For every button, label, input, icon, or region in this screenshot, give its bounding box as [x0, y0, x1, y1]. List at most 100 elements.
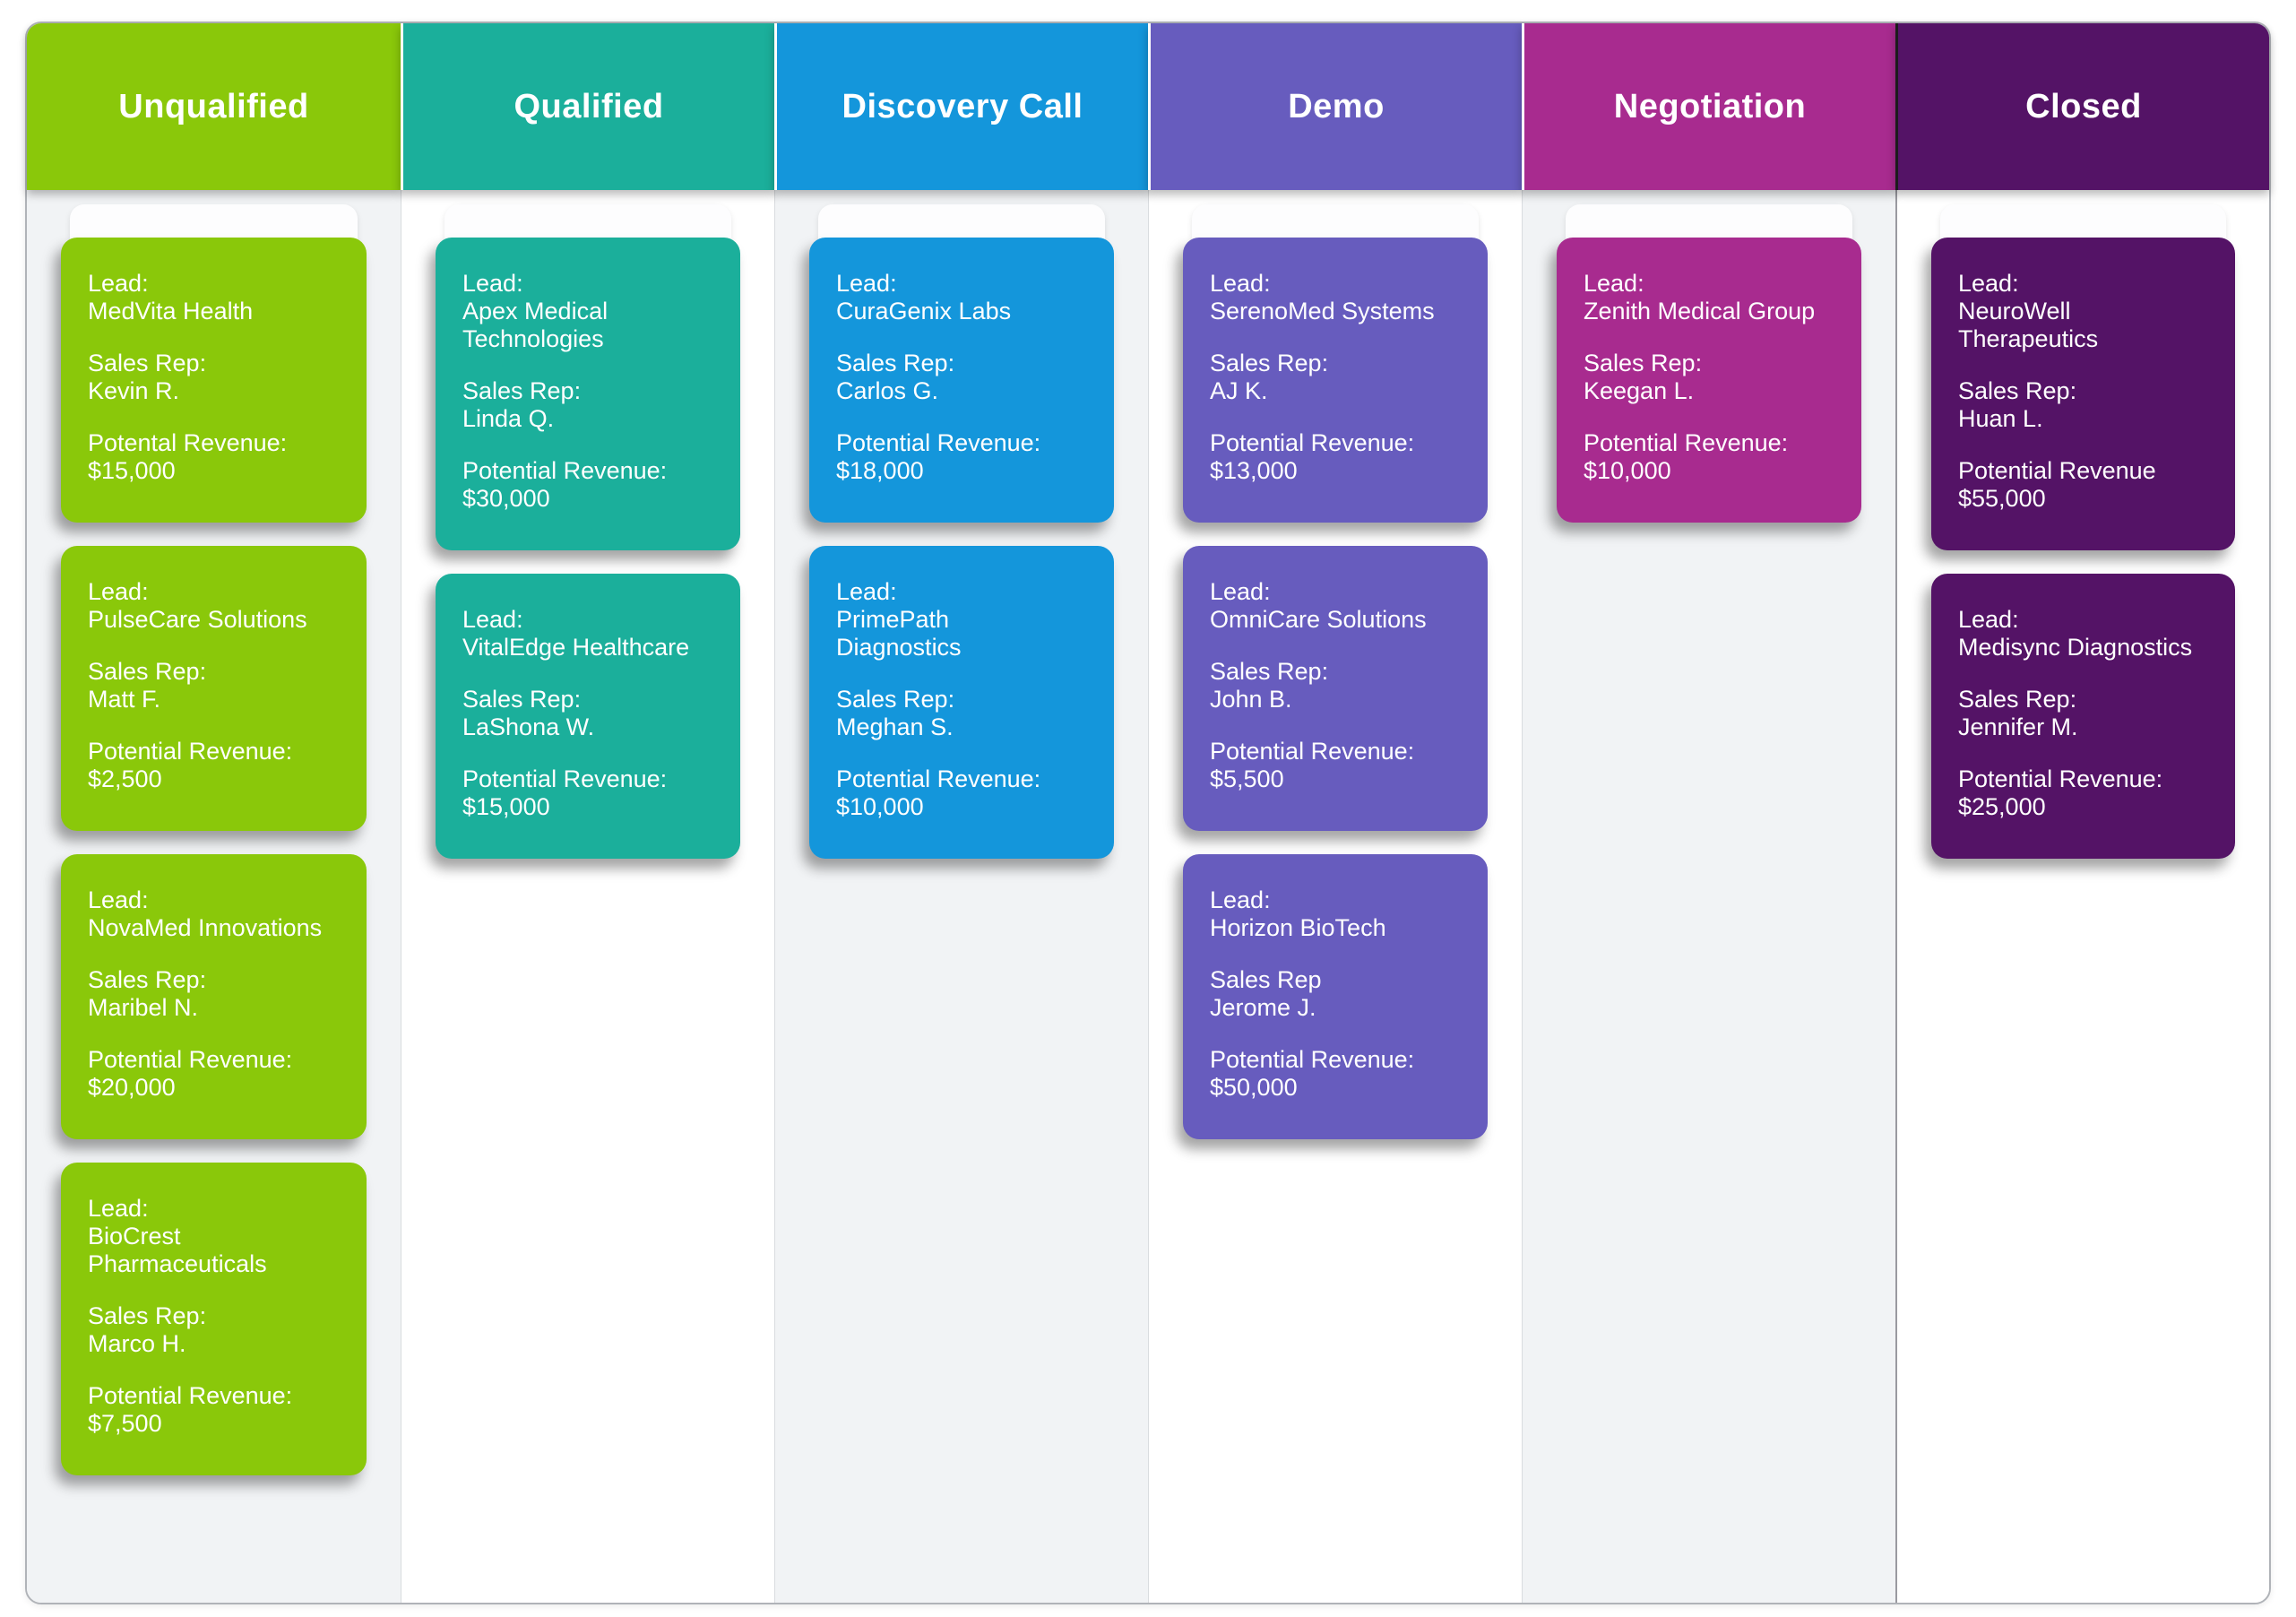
- lead-label: Lead:: [88, 1195, 149, 1222]
- rep-value: Jennifer M.: [1958, 713, 2078, 740]
- rep-field: Sales Rep: LaShona W.: [462, 686, 704, 741]
- rep-field: Sales Rep: Marco H.: [88, 1302, 331, 1358]
- revenue-label: Potential Revenue:: [1210, 429, 1415, 456]
- revenue-value: $25,000: [1958, 793, 2046, 820]
- lead-card[interactable]: Lead: PulseCare Solutions Sales Rep: Mat…: [61, 546, 367, 831]
- revenue-field: Potential Revenue: $15,000: [462, 765, 704, 821]
- column-body: Lead: SerenoMed Systems Sales Rep: AJ K.…: [1148, 190, 1522, 1603]
- rep-field: Sales Rep: Matt F.: [88, 658, 331, 713]
- rep-label: Sales Rep:: [1584, 350, 1703, 376]
- lead-value: OmniCare Solutions: [1210, 606, 1427, 633]
- lead-label: Lead:: [1958, 270, 2019, 297]
- rep-field: Sales Rep Jerome J.: [1210, 966, 1452, 1022]
- lead-card[interactable]: Lead: VitalEdge Healthcare Sales Rep: La…: [436, 574, 740, 859]
- column-body: Lead: CuraGenix Labs Sales Rep: Carlos G…: [774, 190, 1148, 1603]
- revenue-value: $5,500: [1210, 765, 1284, 792]
- revenue-label: Potential Revenue: [1958, 457, 2156, 484]
- rep-value: Huan L.: [1958, 405, 2043, 432]
- lead-label: Lead:: [1958, 606, 2019, 633]
- revenue-label: Potential Revenue:: [88, 1382, 293, 1409]
- lead-label: Lead:: [88, 578, 149, 605]
- lead-card[interactable]: Lead: Zenith Medical Group Sales Rep: Ke…: [1557, 238, 1861, 523]
- rep-field: Sales Rep: Keegan L.: [1584, 350, 1826, 405]
- rep-label: Sales Rep:: [88, 658, 207, 685]
- revenue-field: Potential Revenue: $10,000: [1584, 429, 1826, 485]
- rep-field: Sales Rep: Huan L.: [1958, 377, 2199, 433]
- rep-value: John B.: [1210, 686, 1292, 713]
- rep-field: Sales Rep: Linda Q.: [462, 377, 704, 433]
- lead-label: Lead:: [836, 270, 897, 297]
- lead-value: SerenoMed Systems: [1210, 298, 1435, 324]
- lead-card[interactable]: Lead: Apex Medical Technologies Sales Re…: [436, 238, 740, 550]
- revenue-field: Potential Revenue: $10,000: [836, 765, 1078, 821]
- lead-card[interactable]: Lead: OmniCare Solutions Sales Rep: John…: [1183, 546, 1488, 831]
- rep-label: Sales Rep:: [88, 1302, 207, 1329]
- lead-card[interactable]: Lead: MedVita Health Sales Rep: Kevin R.…: [61, 238, 367, 523]
- lead-card[interactable]: Lead: CuraGenix Labs Sales Rep: Carlos G…: [809, 238, 1114, 523]
- column-discovery-call: Discovery Call Lead: CuraGenix Labs Sale…: [774, 23, 1148, 1603]
- lead-card[interactable]: Lead: NeuroWell Therapeutics Sales Rep: …: [1931, 238, 2235, 550]
- column-body: Lead: Zenith Medical Group Sales Rep: Ke…: [1522, 190, 1895, 1603]
- lead-field: Lead: MedVita Health: [88, 270, 331, 325]
- lead-label: Lead:: [1210, 270, 1271, 297]
- column-negotiation: Negotiation Lead: Zenith Medical Group S…: [1522, 23, 1895, 1603]
- column-unqualified: Unqualified Lead: MedVita Health Sales R…: [27, 23, 401, 1603]
- column-qualified: Qualified Lead: Apex Medical Technologie…: [401, 23, 774, 1603]
- column-title: Qualified: [514, 87, 664, 125]
- column-closed: Closed Lead: NeuroWell Therapeutics Sale…: [1895, 23, 2269, 1603]
- rep-value: Kevin R.: [88, 377, 180, 404]
- column-body: Lead: NeuroWell Therapeutics Sales Rep: …: [1895, 190, 2269, 1603]
- rep-value: Keegan L.: [1584, 377, 1695, 404]
- lead-value: Horizon BioTech: [1210, 914, 1386, 941]
- revenue-label: Potential Revenue:: [1210, 1046, 1415, 1073]
- revenue-field: Potential Revenue: $7,500: [88, 1382, 331, 1438]
- lead-card[interactable]: Lead: SerenoMed Systems Sales Rep: AJ K.…: [1183, 238, 1488, 523]
- column-demo: Demo Lead: SerenoMed Systems Sales Rep: …: [1148, 23, 1522, 1603]
- column-header: Qualified: [401, 23, 774, 190]
- revenue-label: Potential Revenue:: [1584, 429, 1789, 456]
- rep-value: Carlos G.: [836, 377, 939, 404]
- revenue-label: Potential Revenue:: [462, 765, 668, 792]
- rep-value: Jerome J.: [1210, 994, 1316, 1021]
- lead-field: Lead: PrimePath Diagnostics: [836, 578, 1078, 662]
- lead-card[interactable]: Lead: BioCrest Pharmaceuticals Sales Rep…: [61, 1163, 367, 1475]
- revenue-value: $7,500: [88, 1410, 162, 1437]
- revenue-label: Potential Revenue:: [462, 457, 668, 484]
- lead-card[interactable]: Lead: Horizon BioTech Sales Rep Jerome J…: [1183, 854, 1488, 1139]
- lead-card[interactable]: Lead: NovaMed Innovations Sales Rep: Mar…: [61, 854, 367, 1139]
- rep-label: Sales Rep:: [462, 686, 582, 713]
- lead-value: Apex Medical Technologies: [462, 298, 609, 352]
- column-title: Negotiation: [1613, 87, 1807, 125]
- rep-label: Sales Rep:: [1958, 377, 2077, 404]
- rep-value: LaShona W.: [462, 713, 595, 740]
- lead-label: Lead:: [462, 606, 523, 633]
- column-body: Lead: Apex Medical Technologies Sales Re…: [401, 190, 774, 1603]
- revenue-label: Potental Revenue:: [88, 429, 288, 456]
- rep-label: Sales Rep:: [836, 350, 955, 376]
- revenue-value: $15,000: [88, 457, 176, 484]
- lead-label: Lead:: [1210, 578, 1271, 605]
- revenue-label: Potential Revenue:: [88, 1046, 293, 1073]
- revenue-value: $20,000: [88, 1074, 176, 1101]
- column-title: Unqualified: [118, 87, 309, 125]
- lead-card[interactable]: Lead: PrimePath Diagnostics Sales Rep: M…: [809, 546, 1114, 859]
- column-header: Discovery Call: [774, 23, 1148, 190]
- revenue-value: $10,000: [836, 793, 924, 820]
- lead-value: MedVita Health: [88, 298, 254, 324]
- rep-field: Sales Rep: Maribel N.: [88, 966, 331, 1022]
- lead-field: Lead: PulseCare Solutions: [88, 578, 331, 634]
- lead-card[interactable]: Lead: Medisync Diagnostics Sales Rep: Je…: [1931, 574, 2235, 859]
- revenue-value: $10,000: [1584, 457, 1671, 484]
- revenue-field: Potential Revenue: $25,000: [1958, 765, 2199, 821]
- lead-value: BioCrest Pharmaceuticals: [88, 1223, 267, 1277]
- lead-value: NeuroWell Therapeutics: [1958, 298, 2099, 352]
- revenue-label: Potential Revenue:: [1958, 765, 2163, 792]
- column-header: Closed: [1895, 23, 2269, 190]
- rep-value: Matt F.: [88, 686, 161, 713]
- rep-value: AJ K.: [1210, 377, 1268, 404]
- lead-field: Lead: NovaMed Innovations: [88, 886, 331, 942]
- lead-field: Lead: VitalEdge Healthcare: [462, 606, 704, 662]
- revenue-field: Potential Revenue: $13,000: [1210, 429, 1452, 485]
- revenue-value: $50,000: [1210, 1074, 1298, 1101]
- lead-field: Lead: SerenoMed Systems: [1210, 270, 1452, 325]
